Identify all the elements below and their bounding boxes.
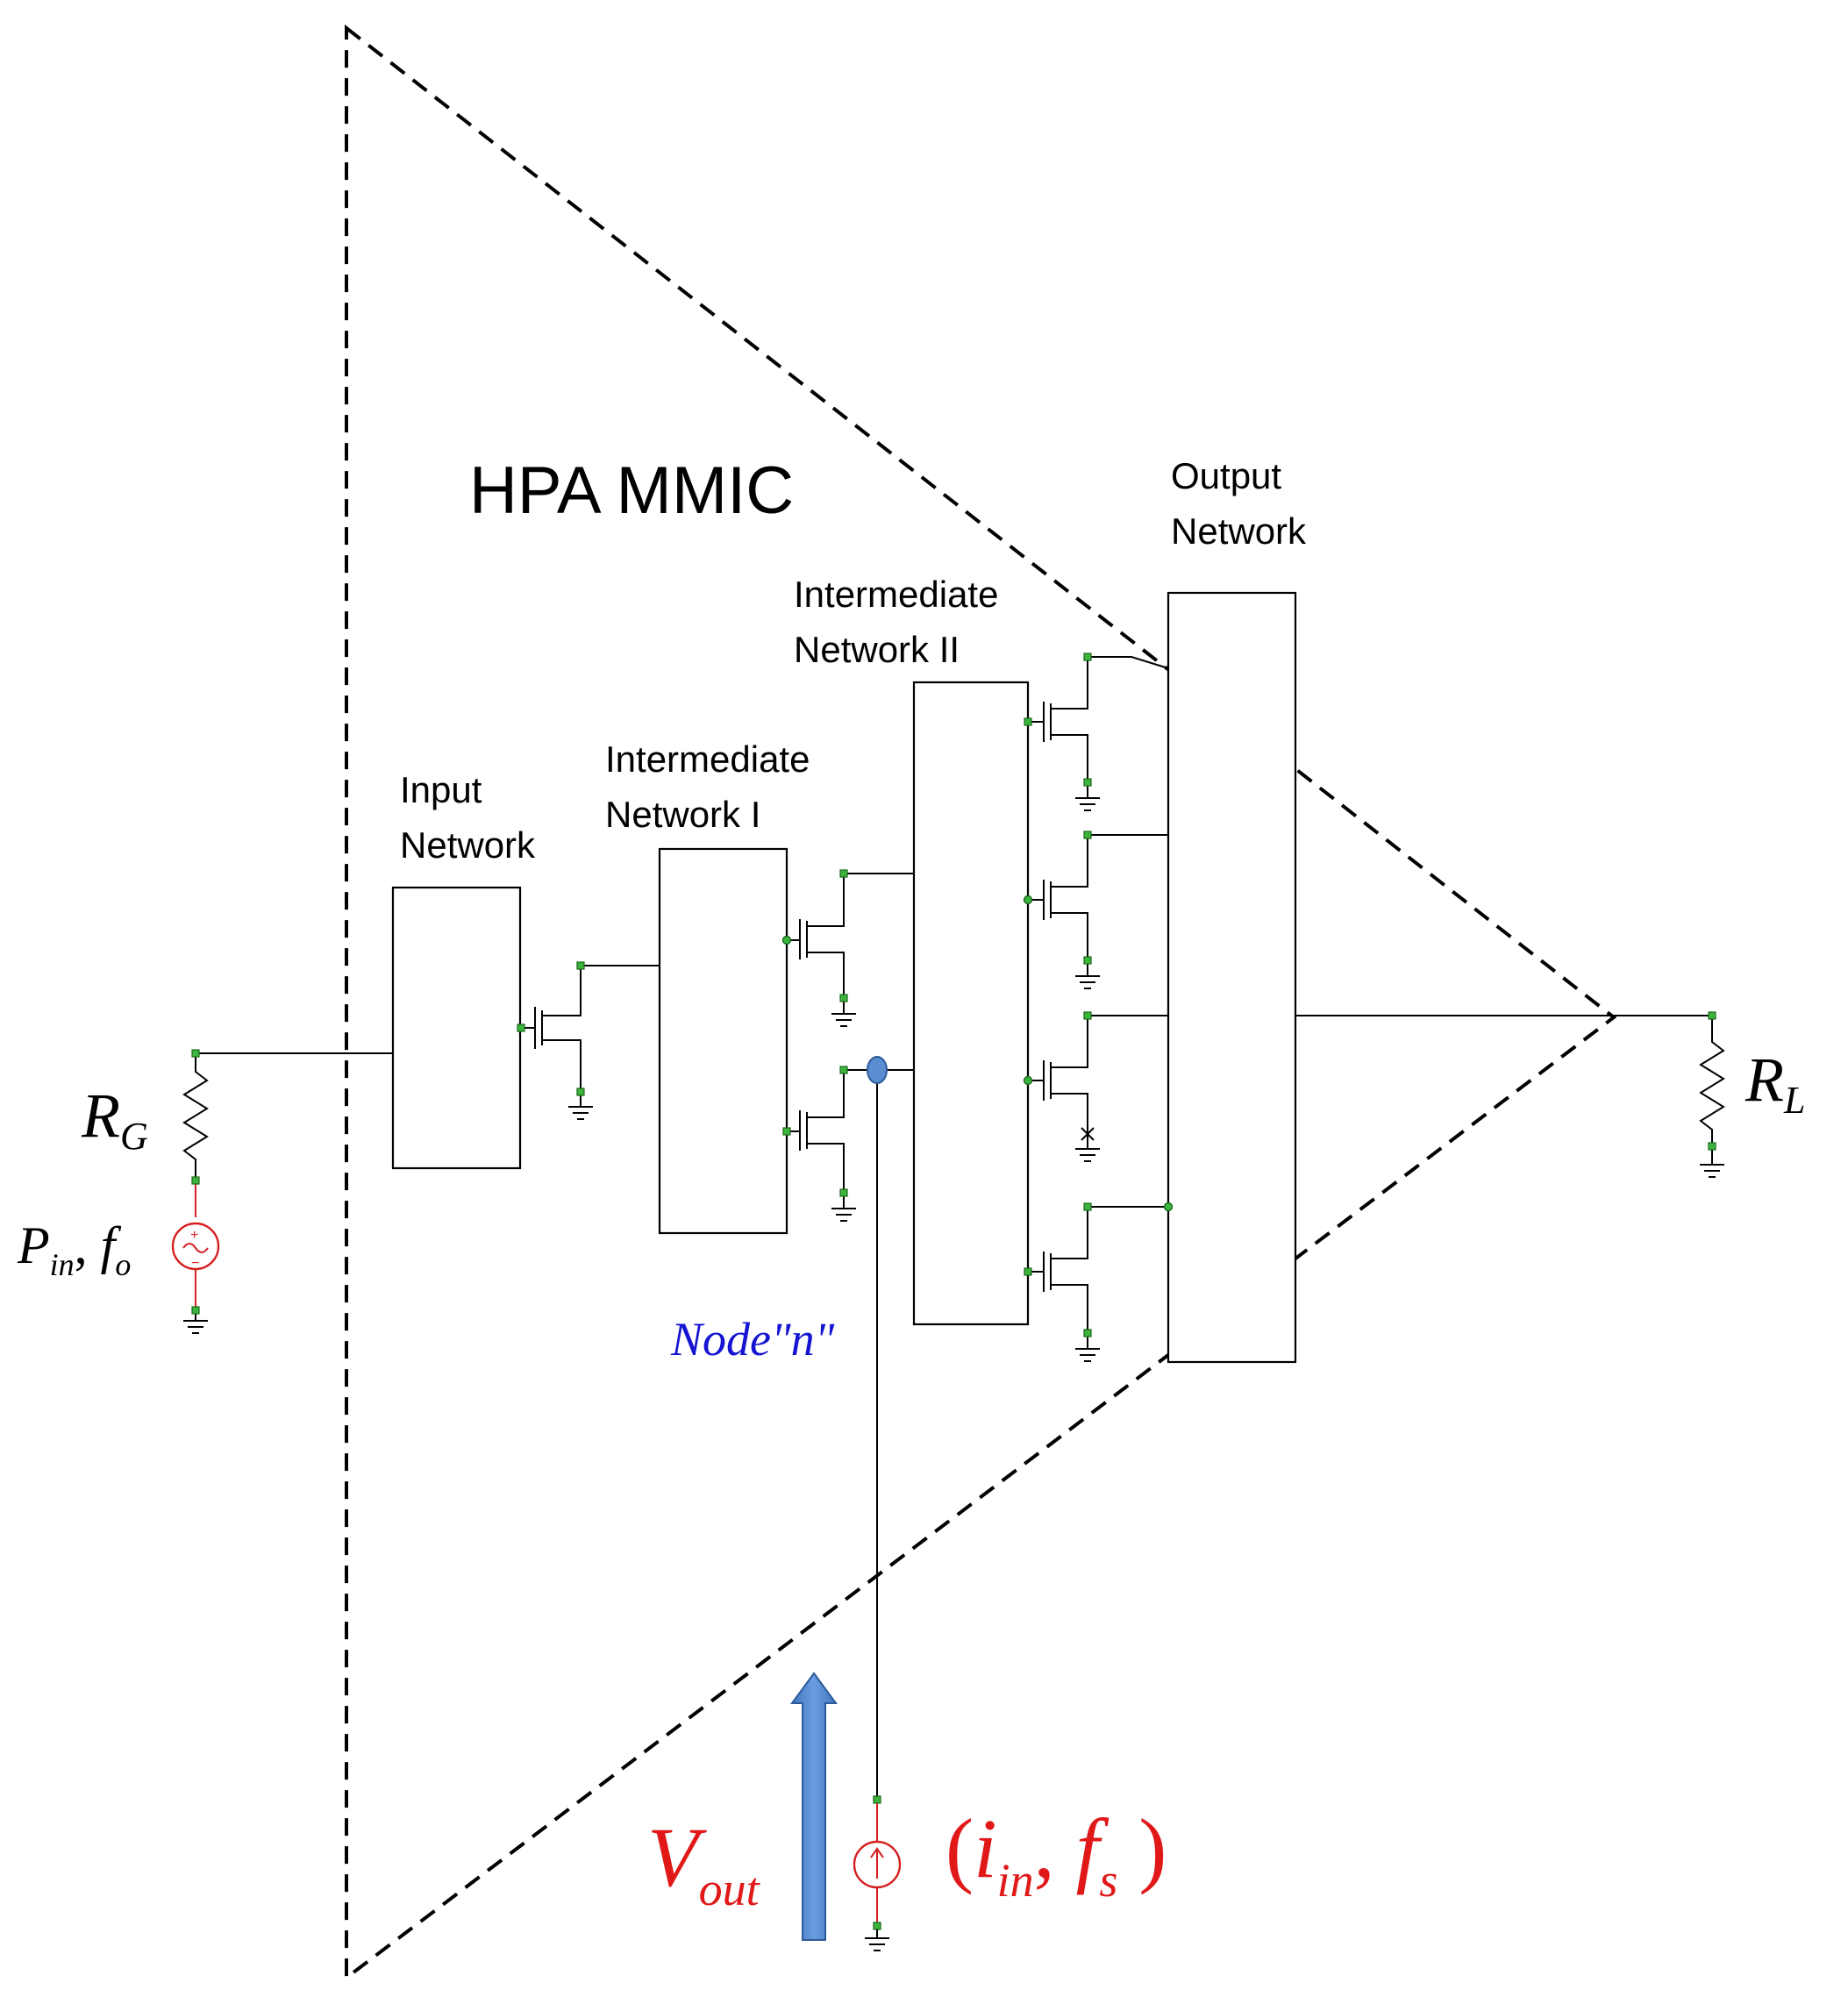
output-network-label: Output Network: [1171, 455, 1307, 552]
vout-label: Vout: [647, 1810, 761, 1915]
svg-text:+: +: [190, 1228, 198, 1243]
ground-icon: [1700, 1154, 1724, 1178]
svg-text:−: −: [191, 1256, 199, 1271]
transistor-stage-2b: [782, 1066, 914, 1222]
ground-icon: [831, 1193, 856, 1222]
ground-icon: [1075, 782, 1100, 811]
source-branch: + −: [171, 1049, 393, 1334]
transistor-stage-3b: [1023, 831, 1168, 989]
intermediate-network-2-box: [912, 681, 1030, 1326]
ground-icon: [183, 1320, 208, 1334]
transistor-stage-3a: [1024, 653, 1169, 811]
load-branch: [1295, 1011, 1725, 1178]
ground-icon: [1075, 960, 1100, 989]
transistor-stage-2a: [781, 869, 914, 1027]
node-injection-branch: [853, 1056, 902, 1951]
transistor-stage-3d: [1024, 1202, 1174, 1362]
ground-icon: [831, 998, 856, 1027]
ground-icon: [1075, 1127, 1100, 1162]
source-power-freq-label: Pin, fo: [17, 1216, 131, 1282]
title-label: HPA MMIC: [469, 453, 794, 528]
transistor-stage-3c: [1023, 1011, 1168, 1162]
intermediate-network-1-box: [658, 847, 788, 1235]
vout-arrow-icon: [790, 1672, 838, 1941]
injection-current-label: (iin, fs ): [945, 1801, 1167, 1907]
output-network-box: [1167, 591, 1297, 1364]
transistor-stage-1: [517, 961, 660, 1120]
ground-icon: [865, 1929, 889, 1951]
input-network-label: Input Network: [400, 769, 536, 866]
input-network-box: [391, 886, 522, 1170]
intermediate-network-2-label: Intermediate Network II: [794, 574, 1009, 670]
node-n-marker: [867, 1056, 888, 1084]
amplifier-triangle: [345, 24, 1617, 1982]
source-resistor-label: RG: [81, 1080, 148, 1158]
node-n-label: Node"n": [670, 1313, 835, 1366]
ground-icon: [568, 1092, 593, 1120]
load-resistor-label: RL: [1745, 1045, 1805, 1122]
ground-icon: [1075, 1333, 1100, 1362]
intermediate-network-1-label: Intermediate Network I: [605, 738, 820, 835]
